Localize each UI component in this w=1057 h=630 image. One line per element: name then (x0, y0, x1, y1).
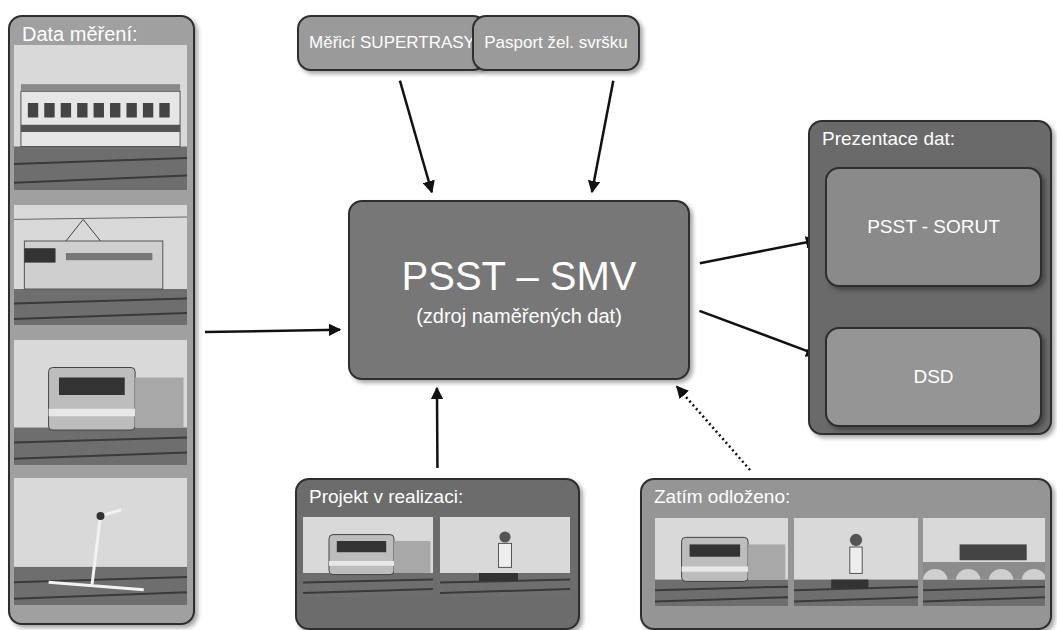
postponed-panel: Zatím odloženo: (640, 478, 1052, 630)
central-box: PSST – SMV (zdroj naměřených dat) (348, 200, 690, 380)
node-title: PSST - SORUT (867, 216, 1000, 238)
node-title: Zatím odloženo: (654, 486, 790, 508)
project-panel: Projekt v realizaci: (295, 478, 580, 630)
data-panel: Data měření: (8, 15, 195, 625)
flow-arrow (205, 330, 340, 332)
photo (14, 340, 187, 465)
node-title: Prezentace dat: (822, 128, 955, 150)
flow-arrow (699, 311, 817, 355)
node-title: PSST – SMV (402, 253, 637, 299)
photo (440, 517, 570, 597)
source-box: Pasport žel. svršku (472, 15, 640, 71)
source-box: Měřicí SUPERTRASY (297, 15, 487, 71)
presentation-panel: Prezentace dat: PSST - SORUT DSD (808, 120, 1052, 435)
node-title: DSD (913, 366, 953, 388)
flow-arrow (436, 388, 439, 468)
node-title: Pasport žel. svršku (484, 33, 628, 53)
node-title: Měřicí SUPERTRASY (309, 33, 475, 53)
node-title: Projekt v realizaci: (309, 486, 463, 508)
photo (923, 518, 1045, 606)
node-title: Data měření: (22, 23, 138, 46)
photo (794, 518, 918, 606)
dotted-arrow (677, 387, 750, 470)
flow-arrow (700, 240, 817, 263)
photo (655, 518, 788, 606)
photo (14, 45, 187, 190)
photo (14, 205, 187, 325)
flow-arrow (592, 81, 613, 192)
output-box: DSD (825, 327, 1042, 427)
photo (14, 478, 187, 605)
node-subtitle: (zdroj naměřených dat) (416, 305, 622, 328)
output-box: PSST - SORUT (825, 167, 1042, 287)
photo (303, 517, 433, 597)
flow-arrow (400, 81, 432, 193)
